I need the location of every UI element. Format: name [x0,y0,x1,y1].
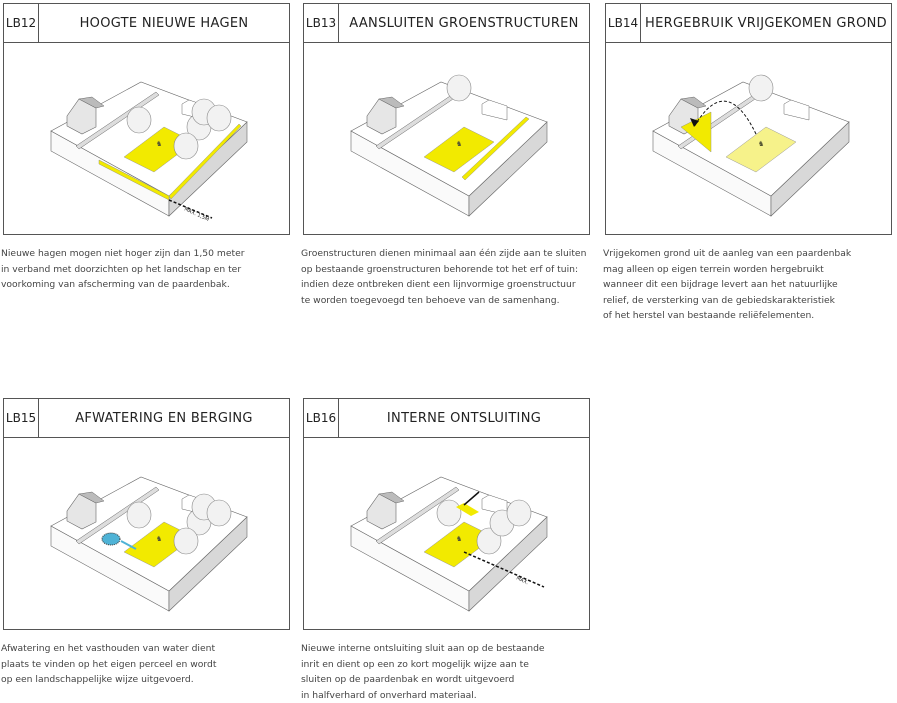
panel-code: LB16 [304,399,339,437]
description-line: inrit en dient op een zo kort mogelijk w… [301,658,529,670]
dimension-line [168,199,213,219]
horse-figure: ♞ [156,140,162,148]
isometric-illustration: ♞ [350,74,548,217]
panel-title: INTERNE ONTSLUITING [386,410,542,426]
tree [206,499,232,527]
tree [173,527,199,555]
guideline-panel-lb15: LB15 AFWATERING EN BERGING ♞ [3,398,290,630]
access-arrow [463,491,480,506]
tree [748,74,774,102]
panel-header: LB13 AANSLUITEN GROENSTRUCTUREN [304,4,589,43]
description-line: voorkoming van afscherming van de paarde… [1,279,230,291]
description-line: Nieuwe hagen mogen niet hoger zijn dan 1… [1,248,245,259]
description-line: in verband met doorzichten op het landsc… [1,263,242,275]
panel-code: LB14 [606,4,641,42]
description-line: wanneer dit een bijdrage levert aan het … [603,279,838,291]
house-roof [78,96,105,109]
panel-code: LB13 [304,4,339,42]
house-roof [680,96,707,109]
tree [126,501,152,529]
description-line: sluiten op de paardenbak en wordt uitgev… [301,674,515,686]
description-line: in halfverhard of onverhard materiaal. [301,689,477,701]
panel-description: Groenstructuren dienen minimaal aan één … [301,246,601,308]
hedge [461,116,530,181]
isometric-illustration: ♞ MAX. [350,476,548,612]
description-line: Groenstructuren dienen minimaal aan één … [301,248,587,259]
guideline-panel-lb12: LB12 HOOGTE NIEUWE HAGEN ♞ MAX. 1,5M [3,3,290,235]
description-line: op een landschappelijke wijze uitgevoerd… [1,674,194,686]
tree [436,499,462,527]
description-line: te worden toegevoegd ten behoeve van de … [301,294,560,306]
panel-title: HERGEBRUIK VRIJGEKOMEN GROND [645,15,887,31]
tree [506,499,532,527]
panel-title: AANSLUITEN GROENSTRUCTUREN [349,15,579,31]
tree [476,527,502,555]
horse-figure: ♞ [456,140,462,148]
garden-wall [375,486,460,545]
description-line: relief, de versterking van de gebiedskar… [603,294,835,306]
description-line: Nieuwe interne ontsluiting sluit aan op … [301,643,545,654]
soil-mound [680,111,712,153]
house-roof [378,96,405,109]
panel-code: LB12 [4,4,39,42]
water-pond [101,532,121,546]
tree [173,132,199,160]
panel-description: Nieuwe hagen mogen niet hoger zijn dan 1… [1,246,301,293]
garden-wall [75,486,160,545]
panel-description: Nieuwe interne ontsluiting sluit aan op … [301,641,601,703]
tree [126,106,152,134]
description-line: of het herstel van bestaande reliëfeleme… [603,310,815,322]
paardenbak-arena [725,126,797,173]
dimension-line [463,551,545,588]
description-line: mag alleen op eigen terrein worden herge… [603,263,824,275]
panel-description: Vrijgekomen grond uit de aanleg van een … [603,246,897,324]
isometric-illustration: ♞ [652,74,850,217]
panel-description: Afwatering en het vasthouden van water d… [1,641,301,688]
guideline-panel-lb13: LB13 AANSLUITEN GROENSTRUCTUREN ♞ [303,3,590,235]
reuse-arrow [693,100,757,135]
description-line: Afwatering en het vasthouden van water d… [1,643,216,654]
panel-header: LB12 HOOGTE NIEUWE HAGEN [4,4,289,43]
isometric-illustration: ♞ MAX. 1,5M [50,81,248,223]
guideline-panel-lb16: LB16 INTERNE ONTSLUITING ♞ MAX. [303,398,590,630]
tree [206,104,232,132]
horse-figure: ♞ [758,140,764,148]
guideline-panel-lb14: LB14 HERGEBRUIK VRIJGEKOMEN GROND ♞ [605,3,892,235]
house-roof [78,491,105,504]
water-arrow [120,540,137,550]
arrow-head [690,118,699,127]
description-line: Vrijgekomen grond uit de aanleg van een … [603,248,852,259]
dimension-label: MAX. 1,5M [183,206,210,223]
tree [446,74,472,102]
access-road [456,503,479,516]
barn [481,99,508,121]
panel-header: LB16 INTERNE ONTSLUITING [304,399,589,438]
description-line: op bestaande groenstructuren behorende t… [301,263,579,275]
panel-title: AFWATERING EN BERGING [75,410,253,426]
barn [783,99,810,121]
garden-wall [75,91,160,150]
horse-figure: ♞ [456,535,462,543]
panel-header: LB15 AFWATERING EN BERGING [4,399,289,438]
hedge [168,123,242,200]
house-roof [378,491,405,504]
description-line: plaats te vinden op het eigen perceel en… [1,658,217,670]
panel-title: HOOGTE NIEUWE HAGEN [79,15,249,31]
paardenbak-arena [423,126,495,173]
horse-figure: ♞ [156,535,162,543]
isometric-illustration: ♞ [50,476,248,612]
description-line: indien deze ontbreken dient een lijnvorm… [301,279,576,291]
panel-header: LB14 HERGEBRUIK VRIJGEKOMEN GROND [606,4,891,43]
panel-code: LB15 [4,399,39,437]
dimension-label: MAX. [515,575,529,586]
